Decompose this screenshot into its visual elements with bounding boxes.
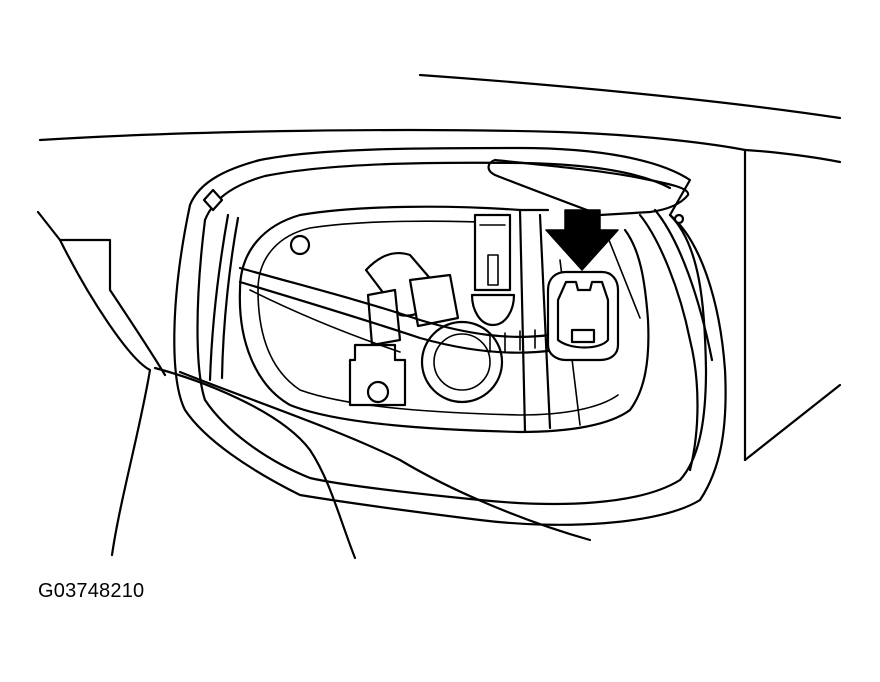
mount-hole — [673, 213, 685, 225]
bolt — [289, 234, 311, 256]
upper-trim — [487, 158, 690, 217]
body-panel-lines — [38, 73, 842, 462]
connector[interactable] — [546, 270, 620, 362]
mount-tab — [202, 188, 240, 382]
bulb-socket-top — [470, 213, 516, 327]
right-bracket — [638, 208, 714, 472]
bulb-base — [420, 320, 504, 404]
figure-id: G03748210 — [38, 580, 145, 602]
wiring-harness — [238, 266, 557, 354]
left-fender — [36, 210, 592, 560]
harness-plug — [364, 252, 460, 347]
diamond-marker — [202, 188, 224, 212]
arrow-icon — [545, 209, 619, 271]
housing-outer-frame — [173, 146, 727, 526]
lower-socket — [348, 343, 407, 407]
